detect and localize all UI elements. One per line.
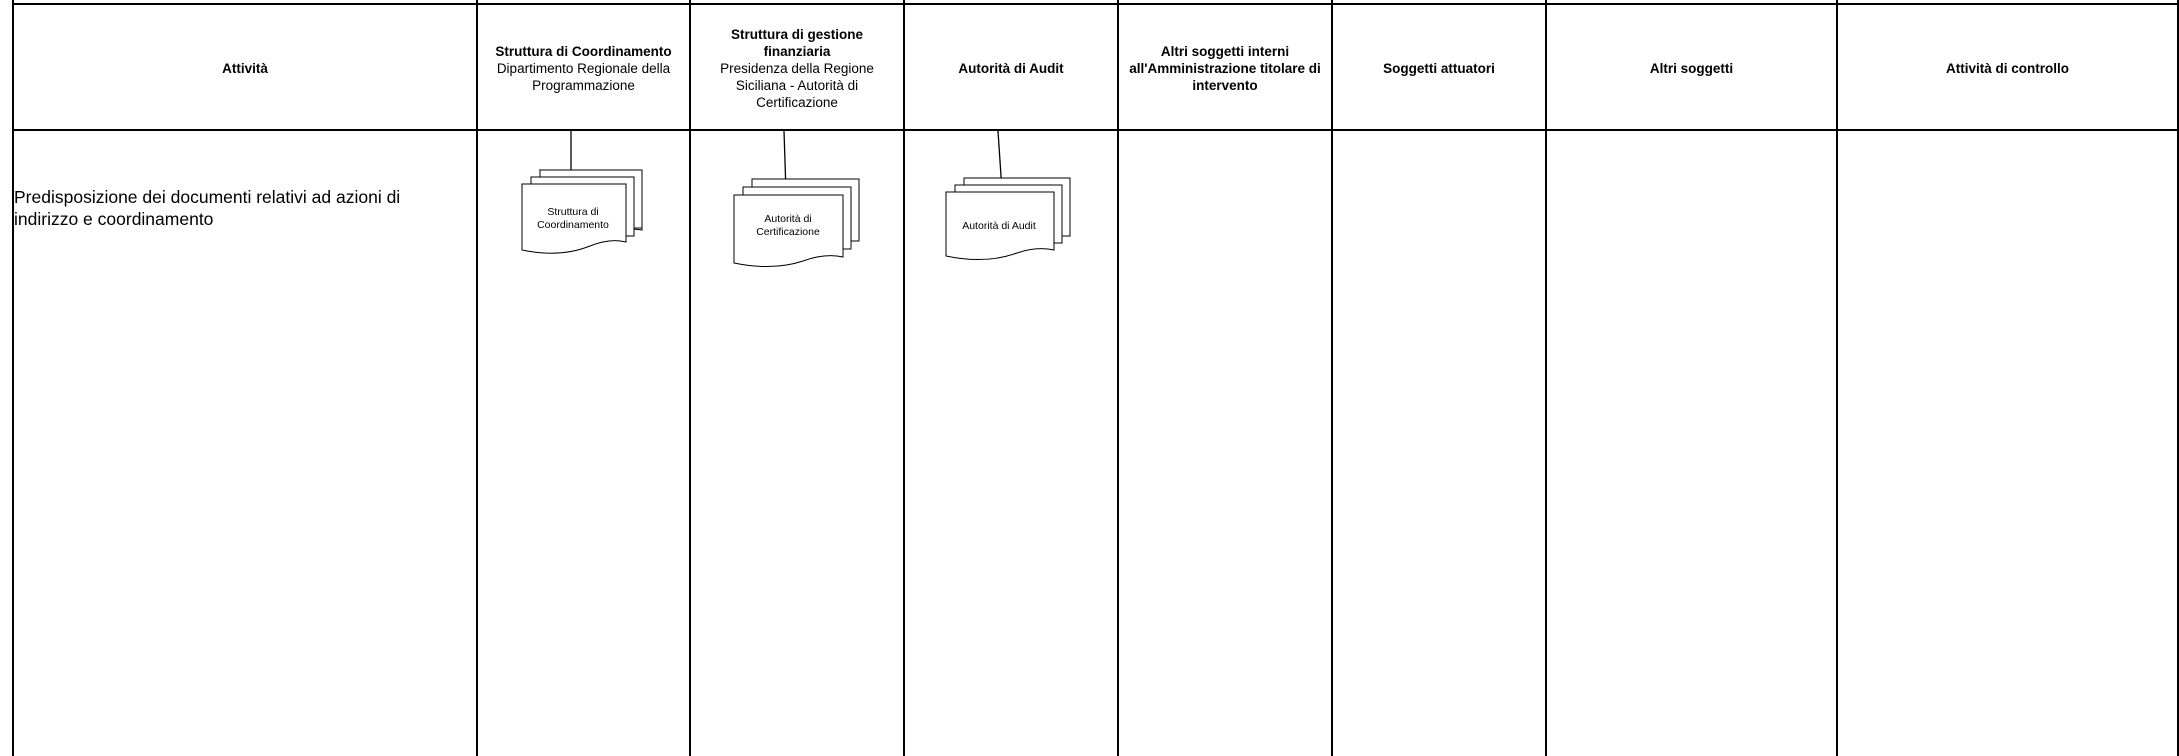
header-bottom-border (12, 129, 2179, 131)
header-title: Struttura di gestione finanziaria (730, 26, 863, 59)
document-label: Autorità di (764, 213, 812, 225)
header-subtitle: Presidenza della Regione Siciliana - Aut… (720, 60, 874, 110)
header-title: Attività (222, 60, 268, 76)
header-title: Struttura di Coordinamento (495, 43, 672, 59)
multi-document-icon (521, 169, 643, 254)
header-others: Altri soggetti (1547, 7, 1836, 129)
document-label: Autorità di Audit (962, 220, 1036, 232)
document-stack-coordination[interactable]: Struttura di Coordinamento (520, 168, 670, 278)
col-divider (1836, 0, 1838, 756)
table-top-border (12, 3, 2179, 5)
header-title: Soggetti attuatori (1383, 60, 1495, 76)
col-divider (689, 0, 691, 756)
header-title: Altri soggetti interni all'Amministrazio… (1129, 43, 1321, 93)
document-label: Struttura di (547, 206, 599, 218)
col-divider (12, 0, 14, 756)
col-divider (2177, 0, 2179, 756)
col-divider (1545, 0, 1547, 756)
header-subtitle: Dipartimento Regionale della Programmazi… (496, 60, 671, 93)
header-audit: Autorità di Audit (905, 7, 1117, 129)
activity-description: Predisposizione dei documenti relativi a… (14, 187, 401, 229)
col-divider (476, 0, 478, 756)
col-divider (1117, 0, 1119, 756)
header-internal: Altri soggetti interni all'Amministrazio… (1119, 7, 1331, 129)
header-activity: Attività (14, 7, 476, 129)
document-label: Certificazione (756, 226, 820, 238)
document-label: Coordinamento (537, 219, 609, 231)
col-divider (903, 0, 905, 756)
header-implementers: Soggetti attuatori (1333, 7, 1545, 129)
multi-document-icon (733, 178, 860, 268)
header-financial: Struttura di gestione finanziaria Presid… (691, 7, 903, 129)
header-title: Autorità di Audit (958, 60, 1064, 76)
multi-document-icon (945, 177, 1071, 261)
col-divider (1331, 0, 1333, 756)
header-title: Attività di controllo (1946, 60, 2069, 76)
document-stack-audit[interactable]: Autorità di Audit (944, 176, 1094, 286)
header-control: Attività di controllo (1838, 7, 2177, 129)
header-title: Altri soggetti (1649, 60, 1734, 76)
header-coordination: Struttura di Coordinamento Dipartimento … (478, 7, 689, 129)
document-stack-certification[interactable]: Autorità di Certificazione (733, 177, 883, 287)
